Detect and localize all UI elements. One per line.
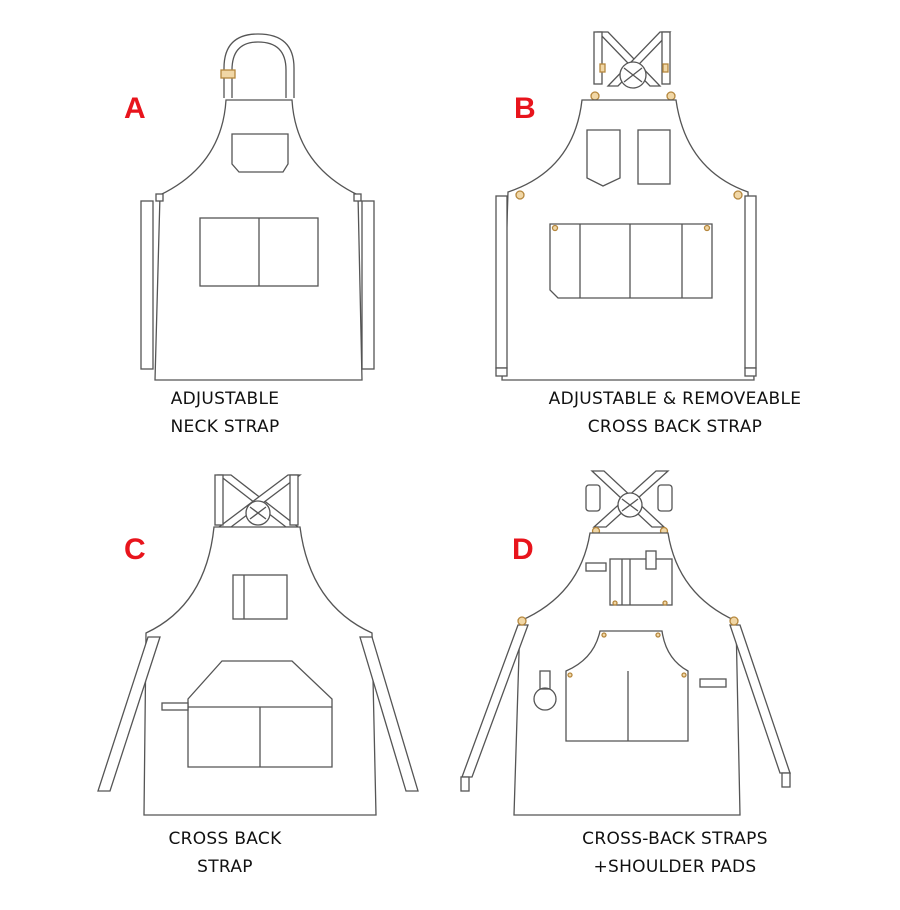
panel-d: D CROSS-BACK STRAPS +SHOULDER PADS	[450, 455, 900, 910]
panel-c: C CROSS BACK STRAP	[0, 455, 450, 910]
apron-b-diagram	[495, 31, 757, 381]
caption-line-1: ADJUSTABLE	[170, 389, 280, 409]
waist-tie-right	[361, 200, 375, 370]
chest-pocket	[232, 574, 288, 620]
panel-letter: C	[124, 533, 146, 566]
caption-line-2: NECK STRAP	[170, 417, 280, 437]
panel-letter: D	[512, 533, 534, 566]
chest-pocket	[586, 129, 621, 187]
panel-b: B ADJUSTABLE & REMOVEABLE CROSS BACK STR…	[450, 0, 900, 455]
chest-pocket	[609, 558, 673, 606]
panel-letter: A	[124, 92, 146, 125]
shoulder-pad-right	[657, 484, 673, 512]
strap-buckle	[220, 69, 236, 79]
apron-c-diagram	[97, 474, 419, 816]
label-patch	[699, 678, 727, 688]
towel-loop	[161, 702, 189, 711]
apron-d-diagram	[460, 470, 791, 816]
caption-line-2: CROSS BACK STRAP	[587, 417, 763, 437]
shoulder-pad-left	[585, 484, 601, 512]
towel-ring	[533, 687, 557, 711]
caption-line-2: STRAP	[197, 857, 253, 877]
waist-tie-right	[744, 195, 757, 369]
apron-a-diagram	[140, 33, 375, 381]
neck-strap	[223, 33, 295, 98]
panel-caption: ADJUSTABLE NECK STRAP	[0, 385, 450, 441]
panel-letter: B	[514, 92, 536, 125]
waist-tie-left	[140, 200, 154, 370]
panel-caption: CROSS-BACK STRAPS +SHOULDER PADS	[450, 825, 900, 881]
towel-loop	[539, 670, 551, 690]
caption-line-1: CROSS-BACK STRAPS	[582, 829, 768, 849]
caption-line-1: CROSS BACK	[168, 829, 282, 849]
panel-a: A ADJUSTABLE NECK STRAP	[0, 0, 450, 455]
panel-caption: CROSS BACK STRAP	[0, 825, 450, 881]
waist-tie-left	[461, 624, 529, 778]
front-pocket	[565, 630, 689, 742]
waist-tie-left	[495, 195, 508, 369]
caption-line-2: +SHOULDER PADS	[593, 857, 757, 877]
caption-line-1: ADJUSTABLE & REMOVEABLE	[548, 389, 802, 409]
waist-tie-left	[97, 636, 161, 792]
waist-tie-right	[359, 636, 419, 792]
panel-caption: ADJUSTABLE & REMOVEABLE CROSS BACK STRAP	[450, 385, 900, 441]
pen-pocket	[645, 550, 657, 570]
label-patch	[585, 562, 607, 572]
front-pocket	[549, 223, 713, 299]
pen-pocket	[637, 129, 671, 185]
chest-pocket	[231, 133, 289, 173]
